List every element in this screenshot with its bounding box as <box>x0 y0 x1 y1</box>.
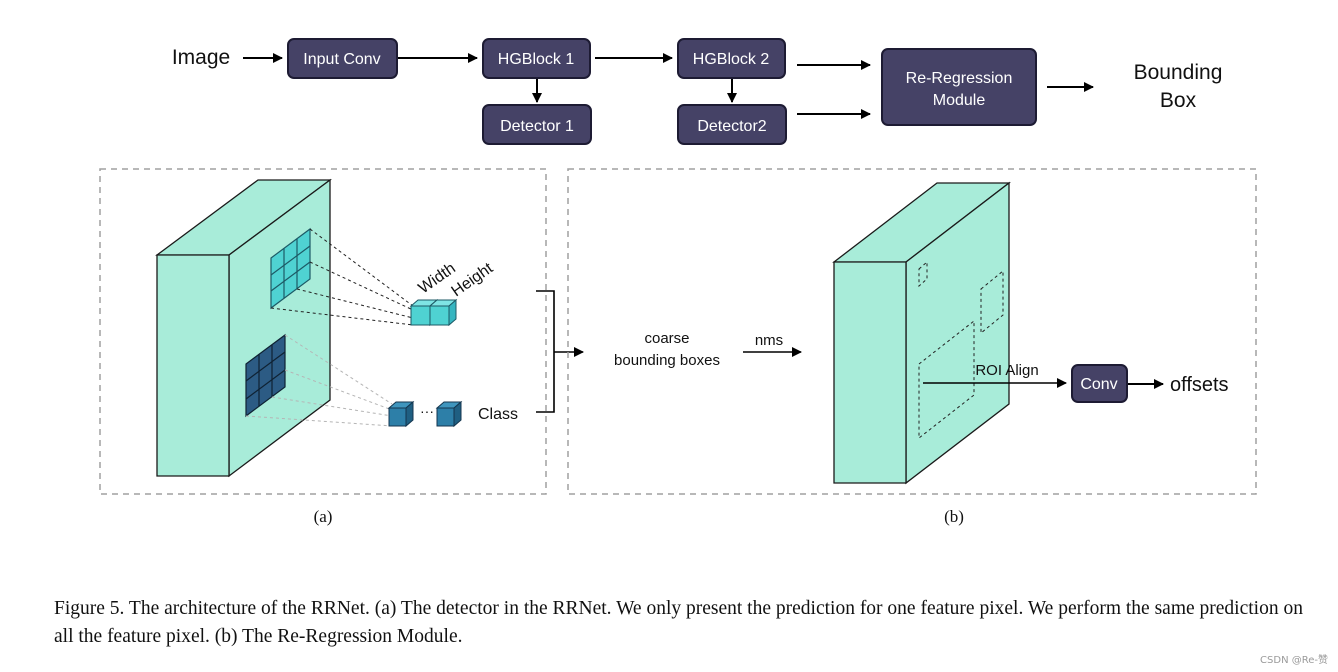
roi-align-label: ROI Align <box>975 362 1038 379</box>
class-ellipsis: ··· <box>420 403 434 419</box>
reregression-module-block: Re-Regression Module <box>881 48 1037 126</box>
panel-b-label: (b) <box>944 507 964 526</box>
input-conv-label: Input Conv <box>303 51 380 68</box>
figure-caption: Figure 5. The architecture of the RRNet.… <box>54 598 1303 647</box>
hgblock2-label: HGBlock 2 <box>693 51 770 68</box>
nms-label: nms <box>755 332 783 349</box>
panel-a-frame <box>99 168 547 495</box>
reregression-label-line1: Re-Regression <box>906 70 1013 87</box>
light-grid-a <box>270 227 311 310</box>
bracket <box>536 290 555 413</box>
roi-boxes <box>918 260 1004 440</box>
detector2-block: Detector2 <box>677 104 787 145</box>
dark-grid-a <box>245 333 286 418</box>
input-conv-block: Input Conv <box>287 38 398 79</box>
image-label: Image <box>172 46 230 69</box>
output-label-line2: Box <box>1160 89 1197 112</box>
conv-block: Conv <box>1071 364 1128 403</box>
class-cube-1 <box>387 400 415 428</box>
height-label: Height <box>449 260 497 301</box>
projection-lines-dark <box>245 334 393 427</box>
class-label: Class <box>478 406 518 423</box>
hgblock1-block: HGBlock 1 <box>482 38 591 79</box>
coarse-label-line1: coarse <box>644 330 689 347</box>
watermark: CSDN @Re-赞 <box>1260 655 1328 666</box>
feature-map-a <box>155 178 332 478</box>
panel-a-label: (a) <box>314 507 333 526</box>
output-label-line1: Bounding <box>1134 61 1223 84</box>
height-cube <box>428 298 458 327</box>
hgblock2-block: HGBlock 2 <box>677 38 786 79</box>
detector1-label: Detector 1 <box>500 118 574 135</box>
coarse-label-line2: bounding boxes <box>614 352 720 369</box>
class-cube-2 <box>435 400 463 428</box>
reregression-label-line2: Module <box>933 92 986 109</box>
conv-label: Conv <box>1080 376 1117 393</box>
panel-b-frame <box>567 168 1257 495</box>
hgblock1-label: HGBlock 1 <box>498 51 575 68</box>
detector1-block: Detector 1 <box>482 104 592 145</box>
detector2-label: Detector2 <box>697 118 766 135</box>
offsets-label: offsets <box>1170 374 1229 396</box>
feature-map-b <box>832 181 1011 485</box>
projection-lines-light <box>270 228 414 326</box>
